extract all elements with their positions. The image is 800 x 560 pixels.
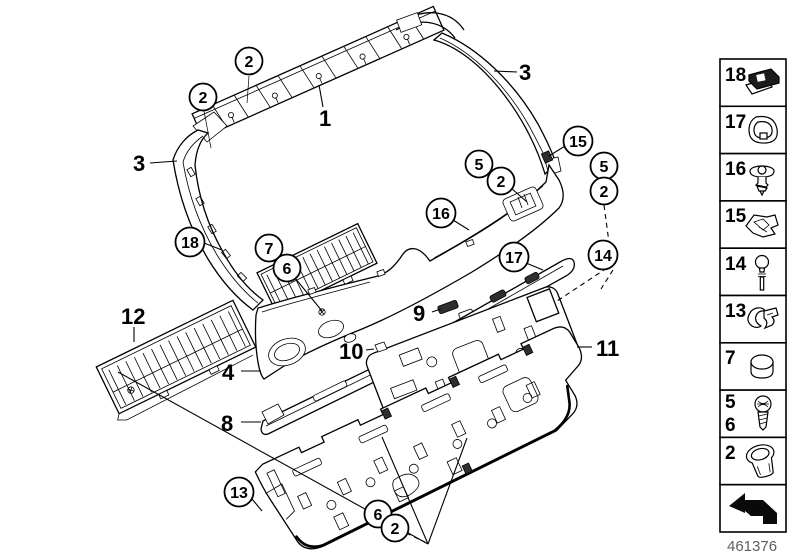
label-11: 11 (596, 336, 619, 361)
screw-point (127, 386, 135, 394)
sidebar-box-continue[interactable] (719, 483, 787, 533)
callout-2[interactable]: 2 (380, 513, 410, 543)
svg-text:2: 2 (391, 521, 400, 538)
svg-text:14: 14 (725, 254, 747, 275)
callout-7[interactable]: 7 (254, 233, 284, 263)
oval-grommet-icon (745, 444, 775, 478)
label-8: 8 (221, 411, 233, 436)
svg-text:13: 13 (725, 301, 746, 322)
sidebar-box-18[interactable]: 18 (719, 58, 787, 108)
svg-text:17: 17 (505, 250, 523, 267)
svg-text:7: 7 (725, 348, 736, 369)
callout-15[interactable]: 15 (562, 125, 594, 157)
callouts: 2 2 5 2 15 5 2 16 18 7 6 17 14 13 6 2 (174, 46, 619, 543)
svg-text:18: 18 (181, 235, 199, 252)
screw-icon (754, 395, 772, 431)
part-3-left-frame-trim (172, 111, 265, 311)
sidebar-box-15[interactable]: 15 (719, 200, 787, 249)
sidebar-box-2[interactable]: 2 (719, 436, 787, 486)
part-10-clip (374, 341, 388, 353)
fastener-sidebar: 18 17 16 (719, 58, 787, 533)
svg-text:5: 5 (725, 392, 736, 413)
continue-arrow-icon (729, 493, 777, 524)
svg-text:6: 6 (374, 507, 383, 524)
callout-6[interactable]: 6 (272, 253, 302, 283)
sidebar-box-13[interactable]: 13 (719, 294, 787, 344)
part-12-vent-grille (95, 299, 257, 421)
label-4: 4 (222, 360, 235, 385)
svg-text:2: 2 (497, 174, 506, 191)
mounting-stud-icons (228, 34, 411, 123)
grommet-clip-icon (748, 115, 778, 144)
svg-text:6: 6 (725, 415, 736, 436)
callout-5[interactable]: 5 (589, 151, 619, 181)
sidebar-box-5-6[interactable]: 5 6 (719, 389, 787, 439)
screw-point (318, 308, 326, 316)
lock-cover (318, 319, 357, 343)
svg-text:15: 15 (569, 134, 587, 151)
sidebar-box-7[interactable]: 7 (719, 341, 787, 391)
svg-text:2: 2 (600, 184, 609, 201)
license-light-recess (502, 186, 544, 222)
label-3-left: 3 (133, 151, 145, 176)
trim-clip-studs (186, 166, 248, 283)
svg-text:5: 5 (600, 159, 609, 176)
label-3-right: 3 (519, 60, 531, 85)
svg-text:6: 6 (283, 261, 292, 278)
svg-text:2: 2 (245, 54, 254, 71)
expanding-rivet-icon (749, 165, 775, 197)
svg-text:16: 16 (432, 206, 450, 223)
callout-17[interactable]: 17 (498, 241, 530, 273)
svg-text:2: 2 (725, 443, 736, 464)
svg-text:15: 15 (725, 206, 747, 227)
part-labels: 1 3 3 4 8 9 10 11 12 (121, 60, 619, 436)
part-1-corner-end (395, 12, 465, 39)
callout-2[interactable]: 2 (188, 82, 218, 112)
callout-2[interactable]: 2 (589, 176, 619, 206)
svg-text:13: 13 (230, 485, 248, 502)
svg-text:16: 16 (725, 159, 746, 180)
sidebar-box-17[interactable]: 17 (719, 105, 787, 155)
clamp-clip-icon (747, 307, 779, 330)
svg-text:5: 5 (475, 157, 484, 174)
sidebar-box-16[interactable]: 16 (719, 152, 787, 202)
callout-2[interactable]: 2 (234, 46, 264, 76)
callout-13[interactable]: 13 (223, 476, 255, 508)
foam-pad (437, 299, 459, 315)
callout-14[interactable]: 14 (587, 239, 619, 271)
spring-clip-icon (745, 214, 779, 238)
label-9: 9 (413, 301, 425, 326)
callout-18[interactable]: 18 (174, 226, 206, 258)
label-12: 12 (121, 304, 145, 329)
label-10: 10 (339, 339, 363, 364)
doc-number: 461376 (727, 538, 777, 555)
part-4-upper-gate-trim (254, 150, 564, 380)
callout-2[interactable]: 2 (486, 166, 516, 196)
svg-text:14: 14 (594, 248, 612, 265)
label-1: 1 (319, 106, 331, 131)
handle-recess (268, 337, 306, 367)
callout-5[interactable]: 5 (464, 149, 494, 179)
callout-16[interactable]: 16 (425, 197, 457, 229)
plug-cap-icon (750, 354, 774, 379)
svg-text:18: 18 (725, 65, 746, 86)
ball-pin-icon (754, 254, 770, 291)
svg-text:17: 17 (725, 112, 746, 133)
sheet-metal-clip-icon (745, 68, 780, 95)
sidebar-box-14[interactable]: 14 (719, 247, 787, 297)
svg-text:2: 2 (199, 90, 208, 107)
svg-text:7: 7 (265, 241, 274, 258)
